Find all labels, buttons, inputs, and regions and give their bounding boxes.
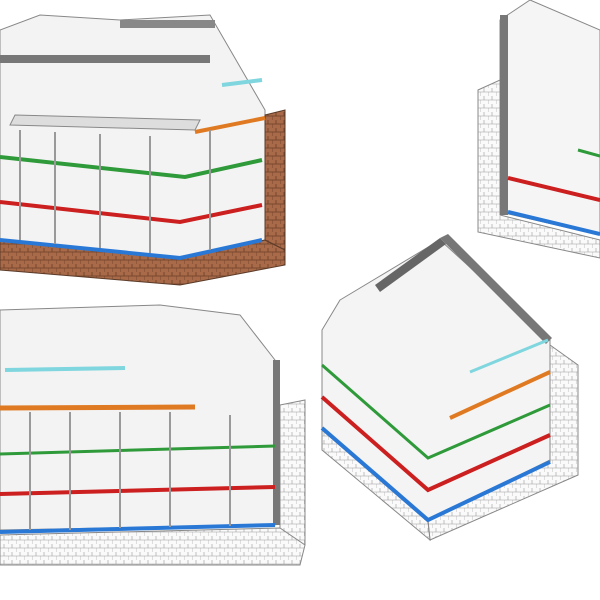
- section-view-top-left: [0, 14, 286, 286]
- section-wall: [273, 360, 280, 525]
- floor-line-orange: [194, 116, 266, 134]
- columns: [29, 412, 231, 530]
- upper-wall: [0, 55, 210, 63]
- roof-line-cyan: [4, 366, 126, 372]
- floor-line-blue: [507, 210, 600, 236]
- floor-line-red: [0, 200, 263, 225]
- roof-line-cyan: [221, 78, 263, 87]
- building-mass: [499, 0, 600, 236]
- floor-line-orange: [449, 370, 551, 420]
- floor-line-blue: [0, 523, 276, 534]
- building-mass: [0, 14, 266, 259]
- section-view-bottom-left: [0, 304, 306, 566]
- brick-side-wall: [264, 109, 286, 251]
- section-wall: [440, 234, 552, 344]
- brick-base: [0, 527, 306, 566]
- roof-wall: [375, 238, 446, 292]
- floor-line-green: [321, 363, 551, 460]
- section-view-top-right: [477, 0, 600, 259]
- floor-line-red: [507, 176, 600, 202]
- section-wall: [500, 15, 508, 215]
- floor-line-red: [320, 395, 551, 493]
- building-mass: [0, 304, 276, 531]
- columns: [19, 130, 211, 253]
- floor-line-blue: [0, 238, 263, 261]
- floor-line-blue: [320, 426, 551, 523]
- floor-line-green: [0, 155, 263, 180]
- brick-side-wall: [279, 399, 306, 551]
- floor-line-green: [577, 148, 600, 158]
- section-view-bottom-right: [320, 234, 579, 542]
- roof-line-cyan: [469, 338, 549, 374]
- floor-line-orange: [0, 404, 196, 411]
- roof-parapet: [120, 20, 215, 28]
